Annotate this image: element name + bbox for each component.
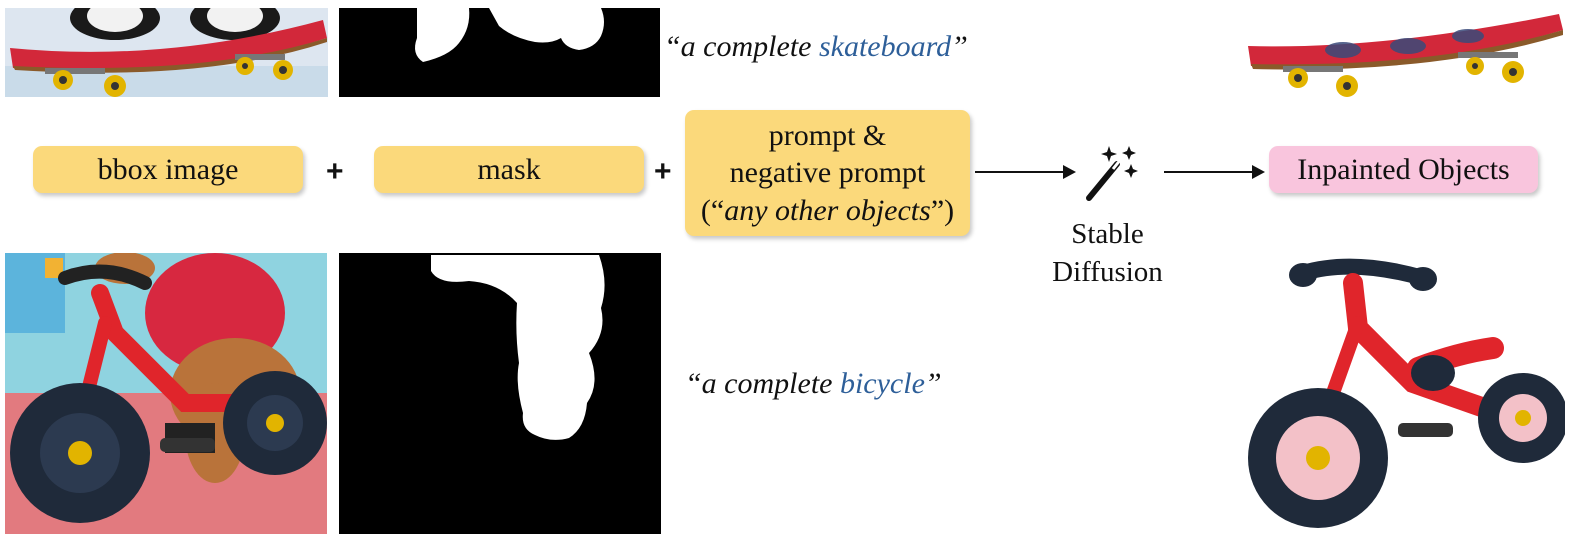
prompt-line-2: negative prompt	[729, 156, 926, 190]
model-label-line-1: Stable	[1071, 218, 1144, 250]
neg-close: ”)	[930, 193, 955, 227]
caption-open: “a complete	[685, 367, 840, 400]
skateboard-mask-image	[339, 8, 660, 97]
caption-close: ”	[951, 30, 968, 63]
skateboard-bbox-image	[5, 8, 328, 97]
negative-prompt-text: any other objects	[724, 193, 931, 227]
object-word-bicycle: bicycle	[839, 367, 925, 400]
inpainted-skateboard-image	[1243, 8, 1565, 98]
prompt-line-1: prompt &	[768, 118, 887, 152]
bicycle-prompt-caption: “a complete bicycle”	[685, 367, 942, 401]
caption-open: “a complete	[664, 30, 819, 63]
bbox-image-label: bbox image	[97, 152, 239, 186]
plus-sign: +	[326, 155, 344, 188]
negative-prompt-line: (“any other objects”)	[701, 192, 954, 230]
bicycle-mask-image	[339, 253, 661, 534]
skateboard-prompt-caption: “a complete skateboard”	[664, 30, 968, 64]
stable-diffusion-label: Stable Diffusion	[1030, 216, 1185, 291]
bbox-image-box: bbox image	[33, 146, 303, 193]
mask-box: mask	[374, 146, 644, 193]
mask-label: mask	[477, 152, 541, 186]
bicycle-bbox-image	[5, 253, 327, 534]
magic-wand-icon	[1083, 142, 1141, 202]
inpainted-objects-label: Inpainted Objects	[1297, 152, 1510, 186]
caption-close: ”	[924, 367, 942, 400]
model-label-line-2: Diffusion	[1052, 255, 1163, 288]
inpainted-objects-box: Inpainted Objects	[1269, 146, 1538, 193]
neg-open: (“	[700, 193, 725, 227]
prompt-box: prompt & negative prompt (“any other obj…	[685, 110, 970, 236]
arrow-to-output	[1164, 165, 1265, 179]
object-word-skateboard: skateboard	[818, 30, 952, 63]
arrow-to-model	[975, 165, 1076, 179]
plus-sign: +	[654, 155, 672, 188]
inpainted-bicycle-image	[1243, 253, 1565, 534]
